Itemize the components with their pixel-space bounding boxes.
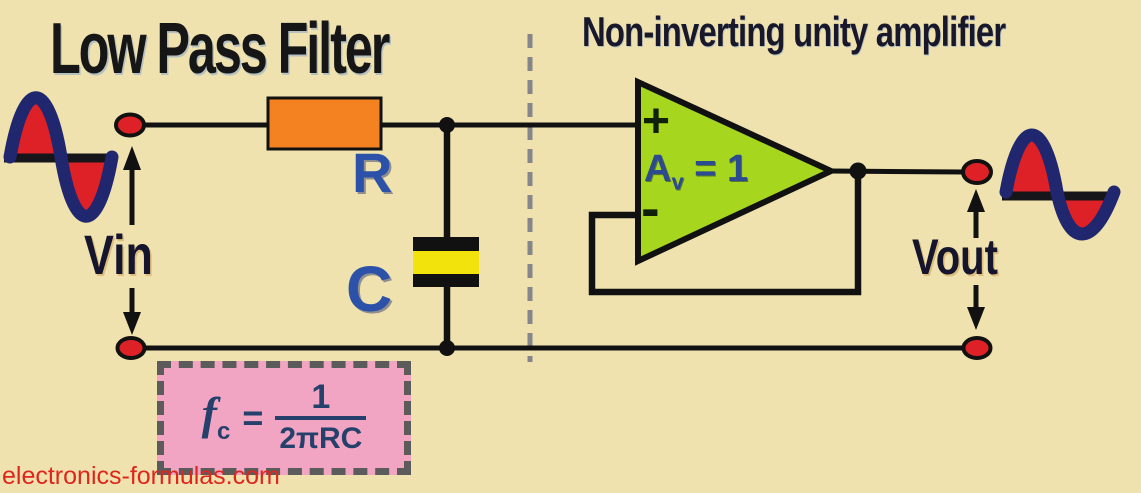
vin-up-arrow [123, 146, 141, 225]
gain-value: = 1 [694, 148, 749, 190]
opamp-triangle [635, 77, 839, 266]
output-ground-node [961, 336, 993, 360]
formula-subscript: c [216, 418, 231, 446]
resistor-body [266, 96, 383, 151]
junction-dot-top [439, 117, 455, 133]
input-node [114, 112, 146, 138]
capacitor-top-plate [413, 237, 479, 251]
opamp-minus-label: - [641, 176, 660, 239]
watermark-text: electronics-formulas.com [2, 462, 280, 490]
output-node [961, 159, 993, 185]
resistor-label: R [352, 141, 393, 204]
opamp-plus-label: + [642, 95, 671, 148]
vout-up-arrow [967, 189, 985, 238]
input-ground-node [115, 336, 147, 360]
formula-denominator: 2πRC [275, 415, 367, 457]
gain-subscript: v [671, 169, 684, 195]
feedback-wire [588, 171, 862, 296]
capacitor-label: C [346, 253, 393, 325]
formula-fraction: 1 2πRC [275, 377, 367, 457]
vin-label: Vin [84, 223, 153, 286]
junction-dot-bottom [439, 340, 455, 356]
amplifier-title: Non-inverting unity amplifier [582, 8, 1006, 55]
capacitor [413, 237, 479, 287]
formula-symbol: fc [201, 388, 231, 446]
formula-equals: = [242, 397, 264, 438]
capacitor-dielectric [413, 251, 479, 274]
vout-down-arrow [967, 285, 985, 330]
vout-label: Vout [912, 229, 998, 285]
output-junction-dot [849, 162, 867, 180]
opamp-gain-label: Av = 1 [644, 150, 748, 194]
formula-numerator: 1 [311, 377, 331, 416]
sine-wave-icon [999, 128, 1121, 241]
low-pass-filter-title: Low Pass Filter [50, 9, 390, 89]
vin-down-arrow [123, 288, 141, 335]
capacitor-bottom-plate [413, 274, 479, 287]
gain-symbol: A [644, 148, 672, 190]
sine-wave-icon [3, 91, 119, 223]
cutoff-frequency-formula-box: fc = 1 2πRC [157, 361, 411, 475]
